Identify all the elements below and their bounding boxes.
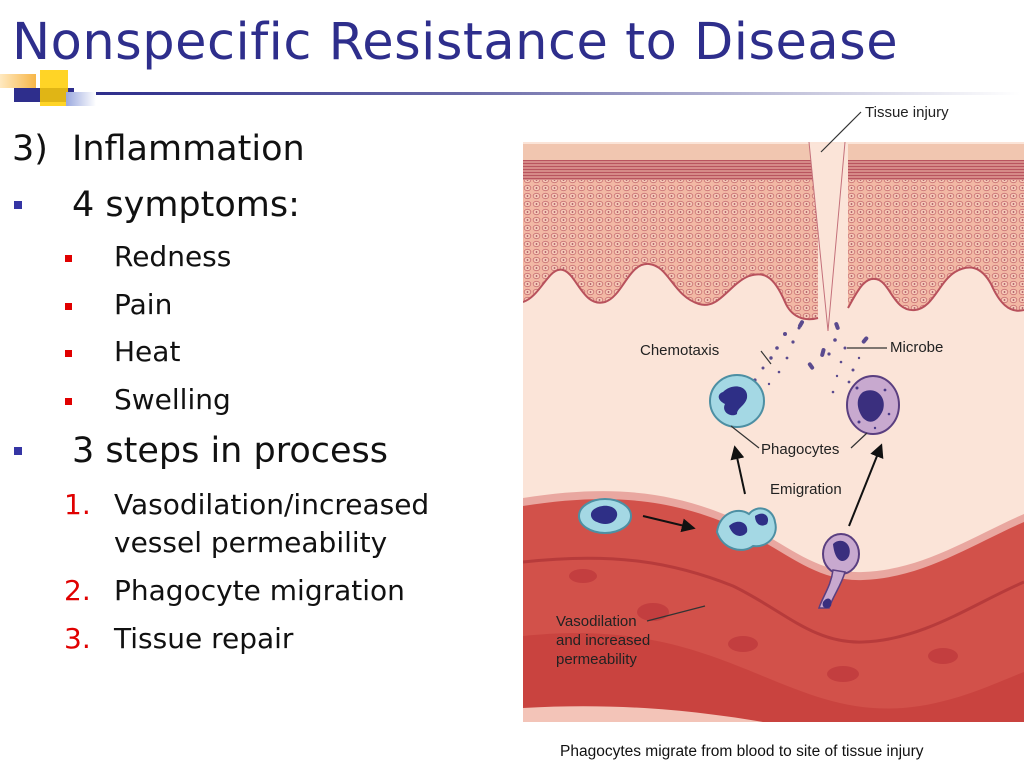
list-item-symptom: Redness	[12, 240, 512, 274]
topic-line: 3) Inflammation	[12, 128, 512, 170]
square-bullet-icon	[14, 201, 22, 209]
symptoms-heading-text: 4 symptoms:	[72, 185, 300, 225]
title-decoration-yellow-block	[40, 70, 68, 106]
label-vasodilation-line-1: Vasodilation	[556, 613, 637, 630]
list-item-symptom: Pain	[12, 288, 512, 322]
topic-number: 3)	[12, 129, 48, 169]
label-microbe: Microbe	[890, 339, 943, 356]
label-tissue-injury: Tissue injury	[865, 104, 949, 121]
label-emigration: Emigration	[770, 481, 842, 498]
phagocyte-cell-right	[846, 375, 900, 435]
title-decoration-light-blue-bar	[66, 92, 96, 106]
list-item-symptom: Swelling	[12, 383, 512, 417]
red-square-bullet-icon	[65, 350, 72, 358]
red-square-bullet-icon	[65, 255, 72, 262]
label-phagocytes: Phagocytes	[761, 441, 839, 458]
phagocyte-cell-in-vessel	[578, 498, 632, 534]
phagocyte-cell-emigrating	[817, 533, 860, 609]
label-vasodilation-line-3: permeability	[556, 651, 637, 668]
list-item-step: 2. Phagocyte migration	[12, 572, 512, 609]
blood-vessel	[523, 491, 1024, 722]
label-vasodilation-line-2: and increased	[556, 632, 650, 649]
inflammation-illustration: Tissue injury Chemotaxis Microbe Phagocy…	[523, 104, 1024, 760]
slide-title: Nonspecific Resistance to Disease	[12, 13, 899, 72]
symptom-label: Pain	[114, 287, 173, 321]
step-number: 1.	[64, 488, 91, 522]
list-item-symptom: Heat	[12, 335, 512, 369]
square-bullet-icon	[14, 447, 22, 456]
epidermis-left	[523, 144, 819, 321]
label-leader-lines	[646, 111, 887, 622]
step-label-line-2: vessel permeability	[114, 525, 388, 559]
step-label: Tissue repair	[114, 622, 294, 656]
symptom-label: Swelling	[114, 382, 231, 416]
steps-heading: 3 steps in process	[12, 430, 512, 472]
step-number: 2.	[64, 573, 91, 607]
migration-arrows	[642, 443, 884, 533]
step-label-line-1: Vasodilation/increased	[114, 488, 430, 522]
steps-heading-text: 3 steps in process	[72, 431, 388, 472]
step-label: Phagocyte migration	[114, 573, 405, 607]
symptom-label: Redness	[114, 240, 232, 273]
bullet-outline: 3) Inflammation 4 symptoms: Redness Pain…	[12, 128, 512, 668]
list-item-step: 1. Vasodilation/increased vessel permeab…	[12, 486, 512, 560]
red-square-bullet-icon	[65, 397, 72, 405]
epidermis-right	[847, 144, 1024, 312]
label-chemotaxis: Chemotaxis	[640, 342, 719, 359]
title-decoration-orange-bar	[0, 74, 36, 88]
red-square-bullet-icon	[65, 302, 72, 310]
figure-caption: Phagocytes migrate from blood to site of…	[560, 743, 924, 760]
inflammation-figure: Tissue injury Chemotaxis Microbe Phagocy…	[523, 96, 1024, 768]
symptom-label: Heat	[114, 335, 181, 369]
symptoms-heading: 4 symptoms:	[12, 184, 512, 226]
title-underline	[96, 92, 1020, 95]
phagocyte-cell-left	[709, 374, 765, 428]
phagocyte-cell-squeezing	[715, 507, 777, 551]
list-item-step: 3. Tissue repair	[12, 620, 512, 657]
topic-label: Inflammation	[72, 129, 305, 169]
step-number: 3.	[64, 622, 91, 656]
